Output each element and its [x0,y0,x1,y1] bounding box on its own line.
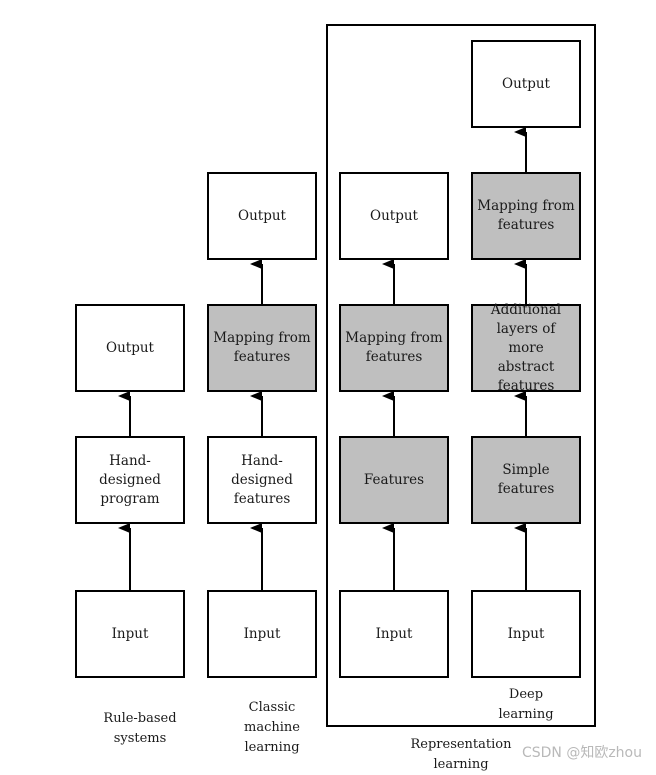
deep-learning-caption: Deep learning [498,687,554,722]
output-box: Output [207,172,317,260]
mapping-from-features-box: Mapping from features [207,304,317,392]
additional-abstract-features-box: Additional layers of more abstract featu… [471,302,581,394]
mapping-from-features-box: Mapping from features [339,304,449,392]
representation-learning-frame [326,24,596,727]
features-box: Features [339,436,449,524]
rule-based-systems-caption: Rule-based systems [103,711,177,746]
input-box: Input [471,590,581,678]
input-box: Input [75,590,185,678]
watermark: CSDN @知欧zhou [521,745,642,761]
output-box: Output [471,40,581,128]
input-box: Input [207,590,317,678]
representation-learning-caption: Representation learning [410,737,512,772]
input-box: Input [339,590,449,678]
hand-designed-program-box: Hand- designed program [75,436,185,524]
output-box: Output [339,172,449,260]
mapping-from-features-box: Mapping from features [471,172,581,260]
output-box: Output [75,304,185,392]
classic-machine-learning-caption: Classic machine learning [244,700,300,755]
hand-designed-features-box: Hand- designed features [207,436,317,524]
simple-features-box: Simple features [471,436,581,524]
